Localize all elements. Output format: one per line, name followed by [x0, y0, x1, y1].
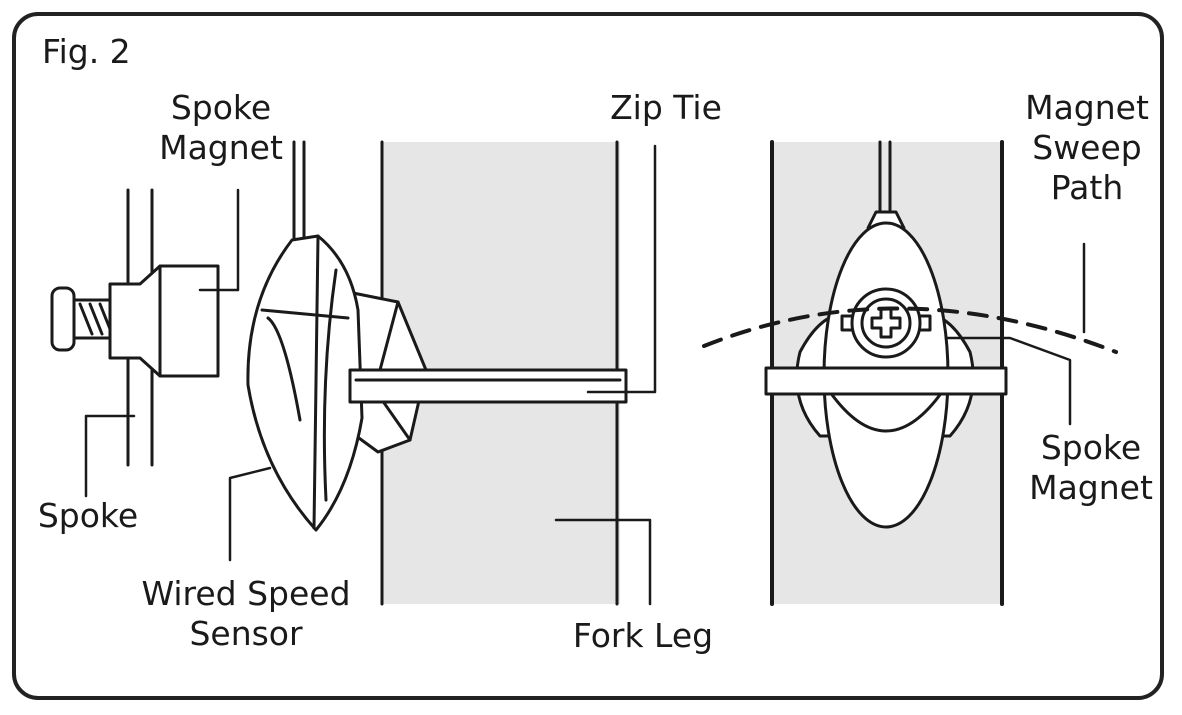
label-wired-speed-sensor: Wired Speed Sensor [130, 574, 362, 654]
label-magnet-sweep-path: Magnet Sweep Path [1012, 88, 1162, 208]
spoke-magnet-side [50, 264, 220, 378]
label-line: Spoke [1040, 428, 1142, 467]
label-line: Path [1050, 168, 1124, 207]
label-zip-tie: Zip Tie [610, 88, 722, 127]
label-spoke-magnet-right: Spoke Magnet [1016, 428, 1166, 508]
label-line: Magnet [1029, 468, 1153, 507]
magnet-sweep-path [702, 306, 1118, 354]
label-fork-leg: Fork Leg [572, 616, 714, 655]
label-line: Wired Speed [141, 574, 351, 613]
label-line: Magnet [1025, 88, 1149, 127]
speed-sensor-front [764, 140, 1008, 529]
label-spoke-magnet-left: Spoke Magnet [146, 88, 296, 168]
zip-tie-side [348, 368, 628, 404]
label-line: Magnet [159, 128, 283, 167]
figure-label: Fig. 2 [42, 32, 131, 71]
label-line: Sweep [1032, 128, 1142, 167]
leader-lines [84, 144, 1086, 606]
label-spoke: Spoke [37, 496, 139, 535]
label-line: Sensor [189, 614, 303, 653]
label-line: Spoke [170, 88, 272, 127]
